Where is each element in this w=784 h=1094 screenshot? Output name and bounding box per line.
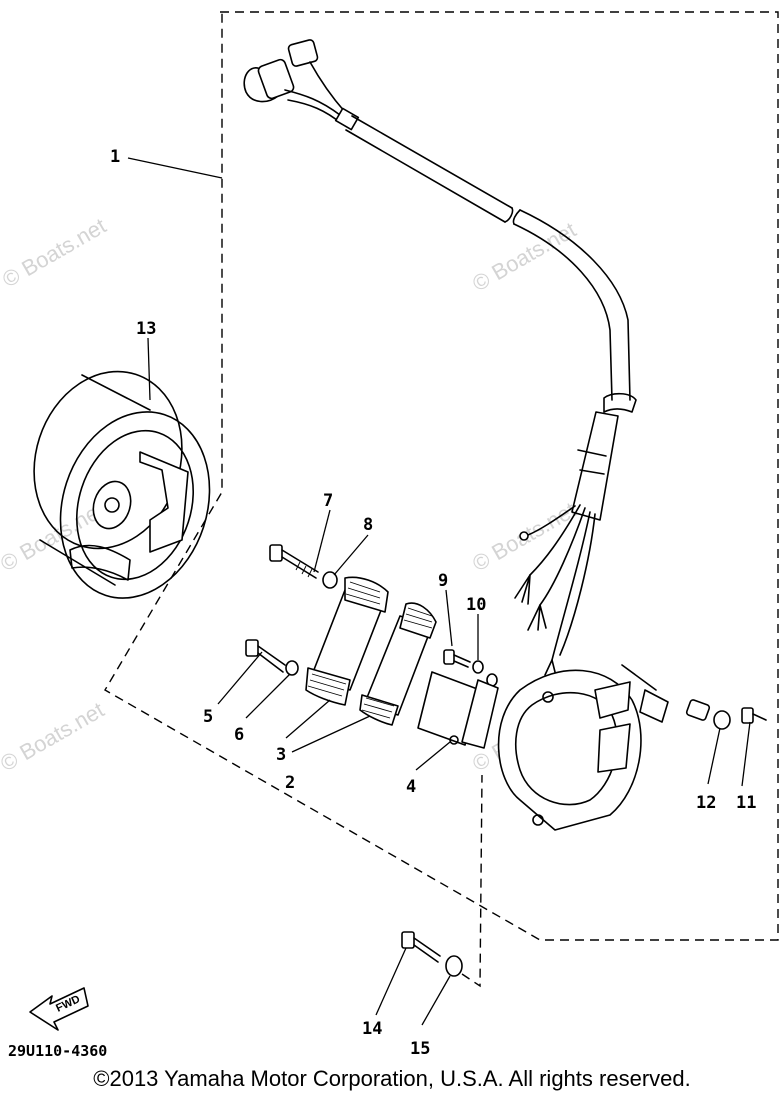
washer-6 — [285, 660, 299, 676]
callout-3: 3 — [276, 745, 286, 765]
diagram-code: 29U110-4360 — [8, 1042, 107, 1060]
bolt-14 — [401, 931, 441, 963]
copyright-notice: ©2013 Yamaha Motor Corporation, U.S.A. A… — [93, 1066, 691, 1091]
callout-4: 4 — [406, 777, 416, 797]
callout-12: 12 — [696, 793, 716, 813]
callout-group: 1 13 7 8 9 10 5 6 3 2 4 12 11 14 15 — [110, 147, 756, 1059]
watermark-5: © Boats.net — [0, 697, 108, 776]
stator-base — [497, 669, 642, 831]
bolt-7 — [269, 544, 319, 579]
bracket — [621, 664, 711, 723]
callout-6: 6 — [234, 725, 244, 745]
leader-lines — [127, 157, 751, 1026]
callout-2: 2 — [285, 773, 295, 793]
watermark-1: © Boats.net — [0, 213, 110, 292]
callout-10: 10 — [466, 595, 486, 615]
washer-8 — [322, 571, 338, 589]
coil-2 — [359, 602, 437, 726]
washer-10a — [472, 660, 484, 674]
nut-12 — [713, 710, 731, 730]
callout-15: 15 — [410, 1039, 430, 1059]
bolt-14-guide — [461, 774, 483, 988]
screw-9 — [443, 649, 471, 668]
callout-5: 5 — [203, 707, 213, 727]
fwd-arrow-icon: FWD — [29, 987, 89, 1031]
callout-11: 11 — [736, 793, 756, 813]
callout-1: 1 — [110, 147, 120, 167]
assembly-boundary — [104, 11, 779, 941]
washer-15 — [445, 955, 463, 977]
callout-13: 13 — [136, 319, 156, 339]
screw-11 — [741, 707, 767, 724]
pulser-coil-4 — [417, 671, 499, 749]
flywheel — [33, 370, 211, 599]
callout-14: 14 — [362, 1019, 382, 1039]
callout-7: 7 — [323, 491, 333, 511]
callout-8: 8 — [363, 515, 373, 535]
bolt-5 — [245, 639, 286, 673]
callout-9: 9 — [438, 571, 448, 591]
wire-harness — [243, 39, 637, 677]
coil-3 — [305, 576, 389, 706]
